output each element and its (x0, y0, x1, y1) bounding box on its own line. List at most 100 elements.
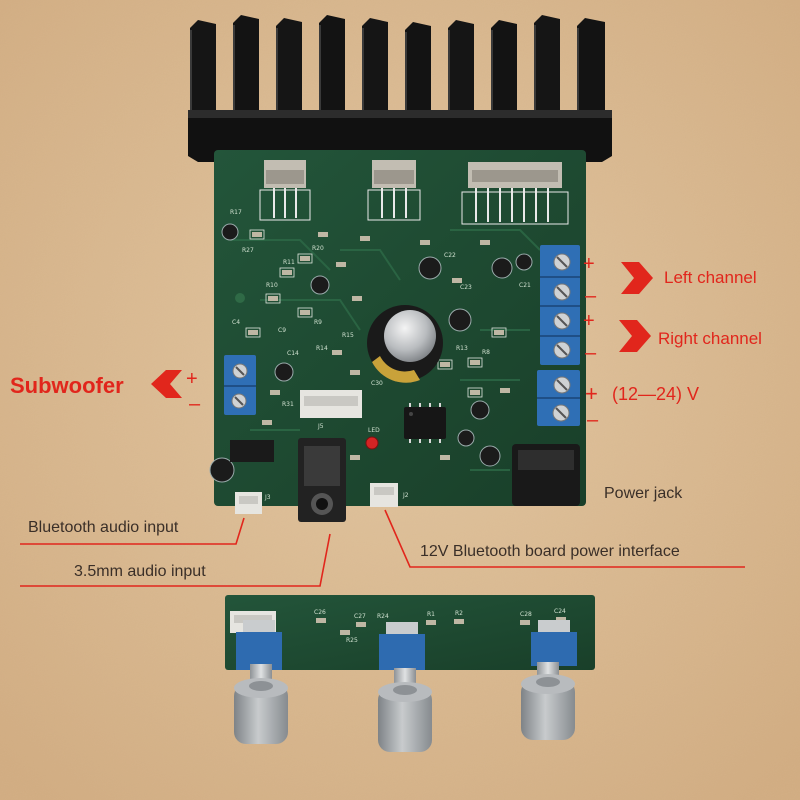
heatsink-fin (534, 15, 560, 125)
smd-components (248, 232, 510, 460)
silk-label: R2 (455, 610, 463, 617)
heatsink-fin (491, 20, 517, 125)
dc-power-jack (512, 444, 580, 506)
subwoofer-minus: – (189, 393, 201, 415)
annotation-audio-3-5mm: 3.5mm audio input (20, 533, 331, 587)
subwoofer-plus: + (186, 368, 198, 390)
knob-3 (521, 662, 575, 740)
knob-2 (378, 668, 432, 752)
silk-label: C24 (554, 608, 566, 615)
silk-label: C4 (232, 319, 240, 326)
annotation-power-input: + (12—24) V – (585, 381, 699, 431)
silk-label: C14 (287, 350, 299, 357)
heatsink-base (188, 110, 612, 162)
annotation-bluetooth-power: 12V Bluetooth board power interface (384, 509, 745, 568)
potentiometer-2 (379, 622, 425, 670)
heatsink-fin (405, 22, 431, 125)
potentiometer-1 (236, 620, 282, 670)
electrolytic-capacitors (209, 223, 533, 483)
bluetooth-power-label: 12V Bluetooth board power interface (420, 543, 680, 560)
silk-label: R9 (314, 319, 322, 326)
silk-label: C30 (371, 380, 383, 387)
knob-1 (234, 664, 288, 744)
audio-3-5mm-leader-line (20, 533, 331, 587)
silk-label: R17 (230, 209, 242, 216)
power-input-plus: + (585, 381, 598, 406)
heatsink-base-edge (188, 110, 612, 118)
left-channel-minus: – (585, 285, 597, 307)
connector-j2-bluetooth-power (370, 483, 398, 507)
silk-label: R1 (427, 611, 435, 618)
main-pcb: R17 R27 R20 R11 R10 R9 C4 C9 C14 R15 R14… (209, 150, 586, 522)
annotation-subwoofer: Subwoofer + – (10, 368, 201, 415)
silk-label: R25 (346, 637, 358, 644)
right-channel-arrow-icon (619, 320, 651, 352)
silk-label: C23 (460, 284, 472, 291)
voltage-regulator (230, 440, 274, 462)
heatsink-fin-highlights (190, 25, 579, 120)
left-channel-arrow-icon (621, 262, 653, 294)
silk-label: C26 (314, 609, 326, 616)
annotation-right-channel: + – Right channel (583, 310, 762, 364)
heatsink (188, 15, 612, 162)
bluetooth-audio-leader-line (20, 517, 245, 545)
silk-label: J2 (402, 492, 409, 499)
audio-jack-3-5mm (298, 438, 346, 522)
potentiometer-3 (531, 620, 577, 666)
heatsink-fin (577, 18, 605, 125)
subwoofer-label: Subwoofer (10, 373, 124, 398)
silk-label: R31 (282, 401, 294, 408)
heatsink-fin (276, 18, 302, 125)
terminal-block-subwoofer (224, 355, 256, 415)
right-channel-minus: – (585, 342, 597, 364)
audio-3-5mm-label: 3.5mm audio input (74, 563, 206, 580)
terminal-block-speakers (540, 245, 580, 365)
mounting-hole (235, 293, 245, 303)
tone-smd-components (316, 617, 566, 635)
heatsink-fin (362, 18, 388, 125)
left-channel-plus: + (583, 253, 595, 275)
left-channel-label: Left channel (664, 268, 757, 287)
silk-label: R20 (312, 245, 324, 252)
opamp-ic (404, 403, 446, 443)
heatsink-fin (190, 20, 216, 125)
smd-pads (245, 229, 507, 398)
power-ic-3 (461, 162, 569, 225)
silk-label: J3 (264, 494, 271, 501)
connector-j5 (300, 390, 362, 418)
silk-label: C22 (444, 252, 456, 259)
silk-label: R27 (242, 247, 254, 254)
silk-label: R8 (482, 349, 490, 356)
silk-label: R11 (283, 259, 295, 266)
power-jack-label: Power jack (604, 485, 683, 502)
bluetooth-audio-label: Bluetooth audio input (28, 519, 179, 536)
silkscreen-labels: R17 R27 R20 R11 R10 R9 C4 C9 C14 R15 R14… (230, 209, 531, 501)
silk-label: R24 (377, 613, 389, 620)
heatsink-fin (448, 20, 474, 125)
bluetooth-power-leader-line (384, 509, 745, 568)
subwoofer-arrow-icon (151, 370, 182, 398)
right-channel-plus: + (583, 310, 595, 332)
terminal-block-power (537, 370, 580, 426)
power-ic-1 (259, 160, 311, 221)
power-ic-2 (367, 160, 421, 221)
connector-j3-bluetooth-audio (235, 492, 262, 514)
silk-label: R14 (316, 345, 328, 352)
led-indicator (365, 436, 379, 450)
silk-label: R15 (342, 332, 354, 339)
silk-label: C9 (278, 327, 286, 334)
silk-label: C21 (519, 282, 531, 289)
pcb-traces (230, 229, 541, 471)
power-input-minus: – (587, 409, 599, 431)
silk-label: J5 (317, 423, 324, 430)
right-channel-label: Right channel (658, 329, 762, 348)
main-filter-capacitor (367, 305, 443, 383)
silk-label: LED (368, 427, 380, 434)
silk-label: R10 (266, 282, 278, 289)
power-input-voltage: (12—24) V (612, 384, 699, 404)
tone-control-board: C26 C27 R24 R1 R2 C28 C24 R25 (225, 595, 595, 670)
silk-label: C27 (354, 613, 366, 620)
tone-silkscreen: C26 C27 R24 R1 R2 C28 C24 R25 (314, 608, 566, 644)
silk-label: R13 (456, 345, 468, 352)
